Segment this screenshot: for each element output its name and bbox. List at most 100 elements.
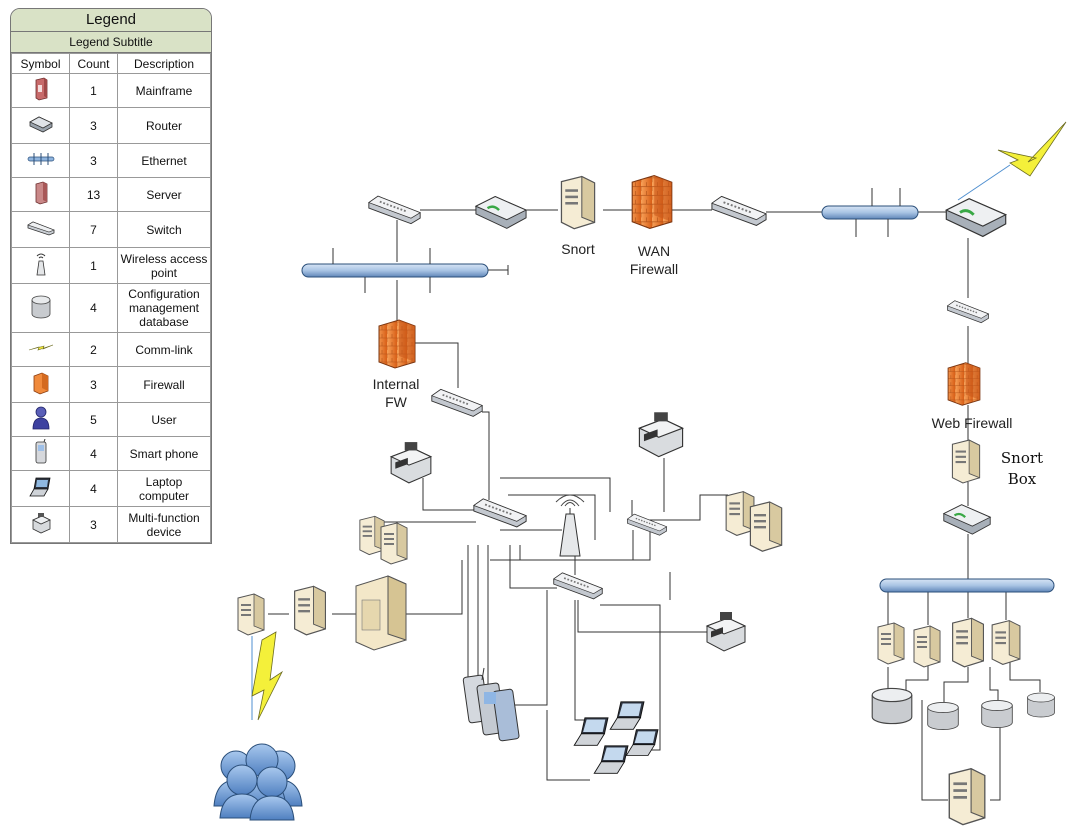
legend-header-count: Count	[69, 53, 118, 74]
firewall-icon	[11, 366, 70, 403]
laptop-icon	[573, 717, 609, 746]
switch-icon	[11, 211, 70, 248]
comm-link-icon	[957, 121, 1067, 201]
legend-row: 3 Multi-function device	[11, 506, 211, 543]
switch-icon	[367, 195, 422, 225]
firewall-icon	[947, 362, 981, 406]
server-icon	[293, 585, 327, 636]
legend-description: Mainframe	[117, 73, 211, 108]
legend-row: 3 Router	[11, 107, 211, 144]
snort-box-label-line2: Box	[1008, 470, 1037, 488]
multi-function-device-icon	[11, 506, 70, 543]
server-icon	[877, 622, 905, 665]
switch-icon	[946, 299, 990, 324]
laptop-icon	[11, 470, 70, 507]
legend-count: 4	[69, 470, 118, 507]
legend-description: Laptop computer	[117, 470, 211, 507]
legend-count: 3	[69, 143, 118, 178]
multi-function-device-icon	[706, 611, 746, 652]
ethernet-bus-top-left	[301, 248, 509, 293]
legend-row: 3 Ethernet	[11, 143, 211, 178]
legend-description: Switch	[117, 211, 211, 248]
user-icon	[213, 743, 303, 821]
comm-link-icon	[251, 631, 284, 721]
wireless-access-point-icon	[11, 247, 70, 284]
server-icon	[913, 625, 941, 668]
database-icon	[1027, 692, 1055, 718]
switch-icon	[710, 195, 768, 227]
legend-count: 4	[69, 283, 118, 333]
legend-description: Wireless access point	[117, 247, 211, 284]
mainframe-icon	[355, 575, 407, 651]
legend-row: 7 Switch	[11, 211, 211, 248]
wan-firewall-label-line1: WAN	[638, 243, 670, 259]
legend-row: 1 Mainframe	[11, 73, 211, 108]
server-icon	[951, 439, 981, 484]
server-icon	[11, 177, 70, 212]
multi-function-device-icon	[638, 411, 684, 458]
user-icon	[11, 402, 70, 437]
server-icon	[725, 491, 755, 536]
legend-table: Symbol Count Description 1 Mainframe 3 R…	[11, 53, 211, 543]
internal-fw-label-line1: Internal	[373, 376, 420, 392]
legend-description: Server	[117, 177, 211, 212]
server-icon	[380, 522, 408, 565]
legend-description: Smart phone	[117, 436, 211, 471]
web-firewall-label: Web Firewall	[932, 415, 1013, 431]
legend-row: 4 Configuration management database	[11, 283, 211, 333]
legend-row: 13 Server	[11, 177, 211, 212]
database-icon	[871, 687, 913, 725]
ethernet-bus-top-right	[821, 188, 919, 237]
legend-row: 1 Wireless access point	[11, 247, 211, 284]
legend-panel: Legend Legend Subtitle Symbol Count Desc…	[10, 8, 212, 544]
database-icon	[927, 701, 959, 731]
legend-count: 4	[69, 436, 118, 471]
legend-description: Ethernet	[117, 143, 211, 178]
server-icon	[237, 593, 265, 636]
legend-count: 3	[69, 107, 118, 144]
snort-label: Snort	[561, 241, 595, 257]
laptop-icon	[625, 729, 659, 756]
multi-function-device-icon	[390, 441, 432, 484]
firewall-icon	[378, 319, 416, 369]
legend-count: 1	[69, 247, 118, 284]
smart-phone-icon	[462, 667, 520, 742]
firewall-icon	[631, 175, 673, 229]
ethernet-bus-bottom	[879, 578, 1055, 593]
legend-count: 5	[69, 402, 118, 437]
legend-description: Configuration management database	[117, 283, 211, 333]
router-icon	[942, 503, 992, 536]
legend-subtitle: Legend Subtitle	[11, 32, 211, 53]
legend-count: 3	[69, 506, 118, 543]
legend-description: Firewall	[117, 366, 211, 403]
router-icon	[474, 195, 528, 230]
wan-firewall-label-line2: Firewall	[630, 261, 678, 277]
legend-title: Legend	[11, 9, 211, 32]
legend-row: 5 User	[11, 402, 211, 437]
ethernet-icon	[11, 143, 70, 178]
server-icon	[991, 620, 1021, 665]
comm-link-icon	[11, 332, 70, 367]
laptop-icon	[593, 745, 629, 774]
legend-row: 4 Smart phone	[11, 436, 211, 471]
legend-row: 4 Laptop computer	[11, 470, 211, 507]
wireless-access-point-icon	[555, 494, 585, 557]
server-icon	[749, 501, 783, 552]
laptop-icon	[609, 701, 645, 730]
internal-fw-label-line2: FW	[385, 394, 408, 410]
switch-icon	[430, 388, 484, 418]
database-icon	[981, 699, 1013, 729]
server-icon	[560, 175, 596, 230]
switch-icon	[552, 571, 604, 600]
server-icon	[359, 515, 385, 556]
legend-count: 1	[69, 73, 118, 108]
connection-lines	[268, 209, 1041, 801]
server-icon	[948, 768, 986, 826]
server-icon	[952, 617, 984, 668]
switch-icon	[472, 497, 528, 528]
smart-phone-icon	[11, 436, 70, 471]
router-icon	[944, 197, 1008, 238]
legend-row: 3 Firewall	[11, 366, 211, 403]
snort-box-label-line1: Snort	[1001, 449, 1043, 467]
